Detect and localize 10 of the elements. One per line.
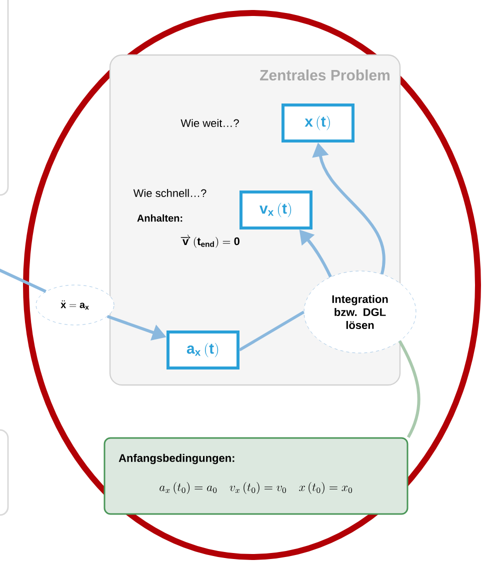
formula-box: $\mathbf{x}\,(\mathbf{t})$ [282, 104, 354, 142]
panel-title: Zentrales Problem [260, 70, 390, 80]
question: Wie schnell…? [133, 188, 206, 198]
question: Wie weit…? [180, 118, 239, 128]
formula: $a_x\,(t_0) = a_0 \quad v_x\,(t_0) = v_0 \quad x\,(t_0) = x_0$ [160, 482, 352, 494]
box-heading: Anfangsbedingungen: [118, 454, 234, 464]
formula-box: $\mathbf{v}_{\mathbf{x}}\,(\mathbf{t})$ [240, 190, 312, 230]
label: Anhalten: [137, 214, 182, 222]
formula-box: $\mathbf{a}_{\mathbf{x}}\,(\mathbf{t})$ [166, 330, 240, 370]
formula: $\overrightarrow{\mathbf{v}}\,(\mathbf{t}_{\mathbf{end}}) = \mathbf{0}$ [180, 234, 240, 248]
